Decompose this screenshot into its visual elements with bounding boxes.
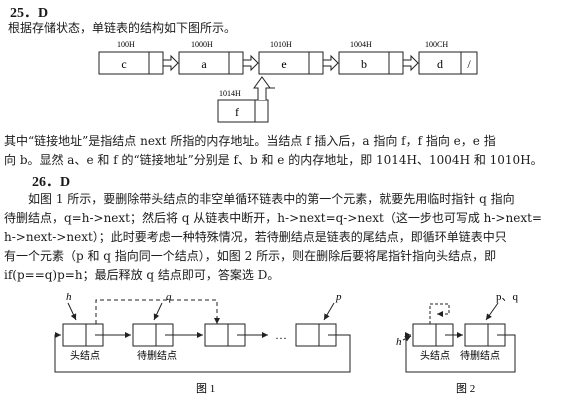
- q26-heading: 26．D: [32, 175, 71, 190]
- pointer-p: p: [335, 291, 342, 303]
- node-value: a: [201, 57, 207, 71]
- list-node: e: [258, 51, 324, 75]
- q26-line4: 有一个元素（p 和 q 指向同一个结点），如图 2 所示，则在删除后要将尾指针指…: [4, 249, 497, 263]
- q25-intro: 根据存储状态，单链表的结构如下图所示。: [8, 21, 237, 35]
- node-value: b: [361, 57, 367, 71]
- inserted-node-addr: 1014H: [219, 89, 241, 98]
- figure-1-caption: 图 1: [196, 382, 215, 395]
- node-value: c: [121, 57, 126, 71]
- fig2-label-head-node: 头结点: [420, 349, 450, 362]
- list-node: c: [98, 51, 164, 75]
- node-addr: 1000H: [191, 40, 213, 49]
- list-node: d /: [418, 51, 478, 75]
- link-arrow: [162, 54, 419, 72]
- node-value: f: [235, 105, 239, 119]
- label-delete-node: 待删结点: [137, 349, 177, 362]
- node-addr: 1004H: [350, 40, 372, 49]
- q25-linked-list-diagram: 100H 1000H 1010H 1004H 100CH c a e b d /: [98, 40, 478, 123]
- list-node: b: [338, 51, 404, 75]
- pointer-h: h: [66, 291, 72, 303]
- q26-line3: h->next->next）；此时要考虑一种特殊情况，若待删结点是链表的尾结点，…: [4, 230, 507, 244]
- pointer-q: q: [166, 291, 172, 303]
- list-node: a: [178, 51, 244, 75]
- ellipsis: …: [275, 328, 287, 342]
- q26-line5: if(p==q)p=h；最后释放 q 结点即可，答案选 D。: [4, 268, 280, 282]
- inserted-node: f: [217, 99, 269, 123]
- null-tail: /: [467, 57, 471, 71]
- fig2-label-delete-node: 待删结点: [460, 349, 500, 362]
- q25-explanation-line1: 其中“链接地址”是指结点 next 所指的内存地址。当结点 f 插入后，a 指向…: [4, 134, 496, 148]
- q25-explanation-line2: 向 b。显然 a、e 和 f 的“链接地址”分别是 f、b 和 e 的内存地址，…: [4, 153, 543, 167]
- label-head-node: 头结点: [70, 349, 100, 362]
- node-addr: 100CH: [425, 40, 448, 49]
- fig2-pointer-h: h: [396, 336, 402, 348]
- node-value: e: [281, 57, 286, 71]
- q25-heading: 25．D: [10, 6, 49, 21]
- q26-line1: 如图 1 所示，要删除带头结点的非空单循环链表中的第一个元素，就要先用临时指针 …: [28, 192, 515, 206]
- fig2-pointer-pq: p、q: [496, 291, 518, 303]
- node-value: d: [437, 57, 443, 71]
- figure-1-circular-list: h q p … 头结点 待删结点 图 1 h p、q 头结点 待删结点 图 2: [54, 291, 518, 395]
- q26-line2: 待删结点，q=h->next；然后将 q 从链表中断开，h->next=q->n…: [4, 211, 542, 225]
- node-addr: 100H: [117, 40, 135, 49]
- node-addr: 1010H: [270, 40, 292, 49]
- figure-2-caption: 图 2: [456, 382, 475, 395]
